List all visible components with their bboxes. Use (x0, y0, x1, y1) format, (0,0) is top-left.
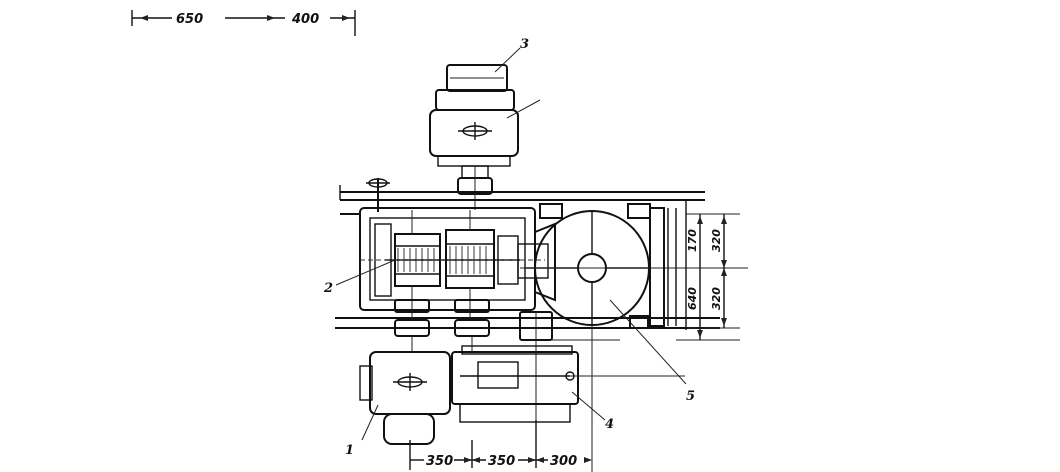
dim-bottom-1: 350 (426, 454, 453, 469)
top-coupling (457, 165, 493, 210)
right-frame (540, 200, 740, 341)
auxiliary-drive (451, 345, 685, 423)
top-dimension-chain: 650 400 (131, 10, 356, 36)
dim-right-3: 640 (686, 287, 699, 310)
callout-5: 5 (686, 389, 695, 404)
callout-leaders (335, 259, 687, 385)
bottom-dimension-chain: 350 350 300 (409, 420, 592, 470)
lower-couplings (394, 299, 553, 420)
dim-right-4: 320 (710, 287, 723, 310)
dim-bottom-3: 300 (550, 454, 577, 469)
frame-rails (335, 178, 720, 329)
dim-bottom-2: 350 (488, 454, 515, 469)
callout-4: 4 (605, 417, 614, 432)
gear-housing (359, 207, 545, 320)
callout-3: 3 (520, 37, 529, 52)
dim-right-2: 320 (710, 229, 723, 252)
dim-right-1: 170 (686, 229, 699, 252)
right-dimensions: 170 320 640 320 (686, 214, 727, 340)
top-motor (429, 47, 541, 167)
dim-top-2: 400 (291, 12, 319, 27)
callout-2: 2 (323, 281, 333, 296)
ring-housing (520, 210, 748, 472)
callout-1: 1 (345, 443, 354, 458)
dim-top-1: 650 (176, 12, 203, 27)
bottom-motor (359, 351, 451, 445)
